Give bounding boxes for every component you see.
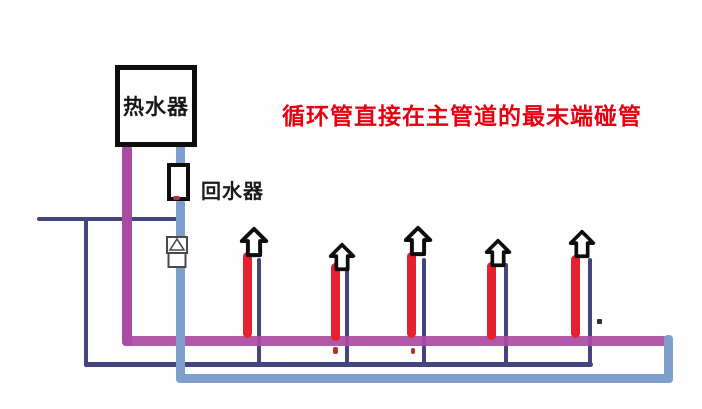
red-mark <box>173 196 180 200</box>
cold-pipe-left-vertical <box>84 219 88 367</box>
up-arrow-icon <box>568 229 596 259</box>
cold-branch-1 <box>257 258 261 367</box>
cold-branch-2 <box>345 268 349 367</box>
hot-riser-1 <box>243 252 252 338</box>
cold-pipe-upper-horizontal <box>37 217 178 221</box>
water-heater-label: 热水器 <box>123 96 189 119</box>
return-water-device-label: 回水器 <box>201 181 264 203</box>
hot-riser-3 <box>407 252 416 338</box>
water-heater-box: 热水器 <box>115 65 197 147</box>
cold-branch-5 <box>588 258 592 367</box>
circulation-pipe-horizontal <box>176 374 673 383</box>
check-valve-icon <box>166 236 188 268</box>
cold-branch-3 <box>422 258 426 367</box>
circulation-pipe-vertical <box>176 199 185 383</box>
annotation-text: 循环管直接在主管道的最末端碰管 <box>282 103 642 129</box>
circulation-pipe-heater-to-device <box>176 143 185 167</box>
up-arrow-icon <box>484 238 512 268</box>
hot-riser-2 <box>331 263 340 341</box>
up-arrow-icon <box>328 242 356 272</box>
hot-main-vertical <box>122 145 132 346</box>
hot-riser-4 <box>487 262 496 340</box>
drip-mark <box>411 348 415 354</box>
circulation-pipe-end-tap <box>664 335 673 383</box>
small-dot <box>597 319 602 324</box>
cold-pipe-bottom-horizontal <box>84 362 593 367</box>
hot-main-horizontal <box>122 336 668 346</box>
cold-branch-4 <box>504 263 508 367</box>
hot-riser-5 <box>571 255 580 338</box>
up-arrow-icon <box>239 226 269 258</box>
up-arrow-icon <box>403 225 433 257</box>
drip-mark <box>333 347 338 354</box>
